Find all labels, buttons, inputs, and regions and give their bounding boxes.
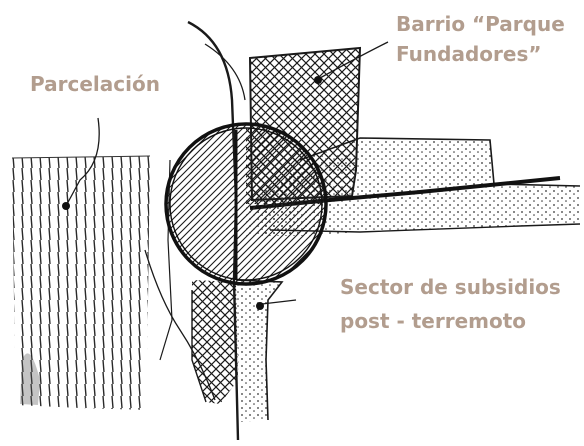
parque-marker	[314, 76, 322, 84]
label-pointers	[65, 41, 389, 305]
parcelacion-zone	[11, 155, 151, 410]
label-sector-line2: post - terremoto	[340, 309, 527, 333]
subsidios-zone	[191, 279, 284, 422]
label-parcelacion: Parcelación	[30, 72, 160, 96]
parcelacion-marker	[62, 202, 70, 210]
label-parque-line2: Fundadores”	[396, 42, 542, 66]
central-circle	[164, 122, 328, 286]
label-sector-line1: Sector de subsidios	[340, 275, 561, 299]
subsidios-marker	[256, 302, 264, 310]
label-parque-line1: Barrio “Parque	[396, 12, 565, 36]
